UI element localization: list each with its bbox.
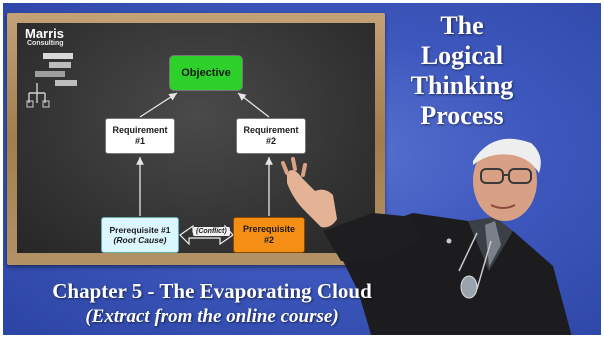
prerequisite-1-label: Prerequisite #1 (109, 225, 171, 235)
requirement-1-box: Requirement #1 (105, 118, 175, 154)
title-line-2: Logical (420, 41, 504, 70)
requirement-1-label: Requirement (112, 125, 168, 135)
logo-name: Marris (25, 26, 65, 41)
title-line-3: Thinking (410, 71, 514, 100)
logo-subtitle: Consulting (27, 40, 64, 47)
title-line-4: Process (420, 101, 504, 130)
prerequisite-2-number: #2 (263, 235, 274, 245)
thumbnail-frame: Marris Consulting (3, 3, 601, 335)
conflict-label: (Conflict) (193, 227, 230, 236)
arrow-req2-objective (237, 92, 270, 118)
course-title: The Logical Thinking Process (387, 11, 537, 131)
prerequisite-2-label: Prerequisite (242, 224, 296, 234)
requirement-2-number: #2 (265, 136, 276, 146)
chalkboard-surface: Marris Consulting (17, 23, 375, 253)
chapter-title: Chapter 5 - The Evaporating Cloud (52, 279, 372, 303)
objective-label: Objective (181, 67, 231, 79)
objective-box: Objective (169, 55, 243, 91)
requirement-1-number: #1 (134, 136, 145, 146)
marris-logo: Marris Consulting (23, 27, 85, 117)
prerequisite-2-box: Prerequisite #2 (233, 217, 305, 253)
prerequisite-1-note: (Root Cause) (113, 235, 167, 245)
prerequisite-1-box: Prerequisite #1 (Root Cause) (101, 217, 179, 253)
arrow-req1-objective (139, 92, 178, 118)
requirement-2-label: Requirement (243, 125, 299, 135)
chapter-subtitle: (Extract from the online course) (85, 306, 339, 327)
logo-graphic-icon (26, 53, 77, 108)
presenter-photo (281, 138, 572, 335)
chalkboard: Marris Consulting (7, 13, 385, 265)
title-line-1: The (440, 11, 484, 40)
requirement-2-box: Requirement #2 (236, 118, 306, 154)
